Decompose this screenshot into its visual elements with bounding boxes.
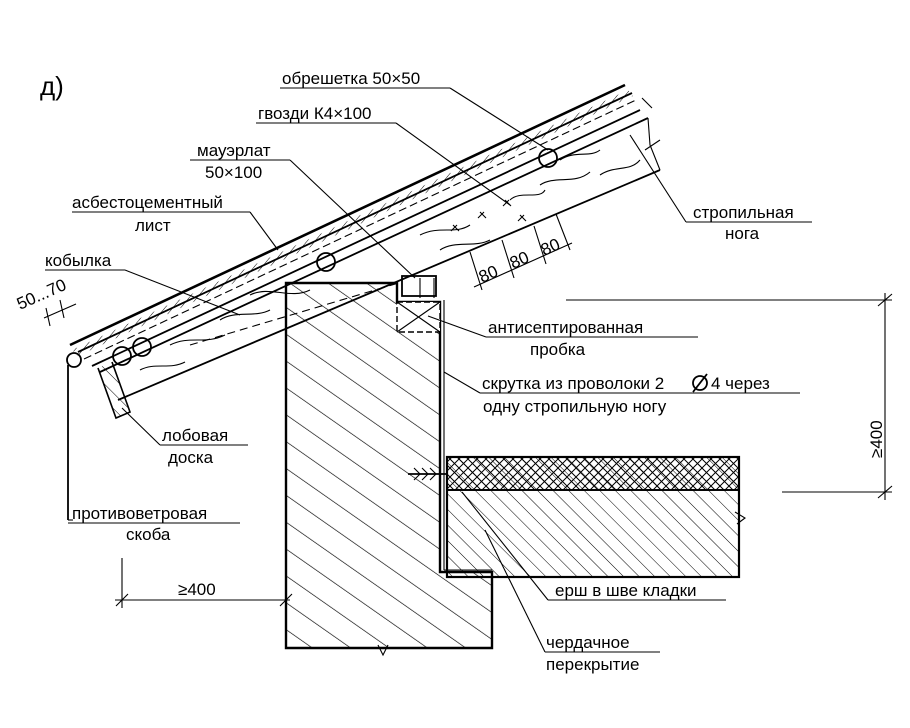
label-skrutka-1: скрутка из проволоки 2: [482, 374, 664, 393]
label-protiv-2: скоба: [126, 525, 171, 544]
label-cherdak-2: перекрытие: [546, 655, 639, 674]
callout-lobovaya: лобовая доска: [121, 407, 248, 467]
label-mauerlat-1: мауэрлат: [197, 141, 271, 160]
label-lobovaya-1: лобовая: [162, 426, 228, 445]
attic-slab: [445, 455, 746, 579]
callout-cherdak: чердачное перекрытие: [484, 529, 660, 674]
label-antisept-2: пробка: [530, 340, 586, 359]
spacing-label-3: 80: [538, 235, 563, 260]
break-mark: [377, 644, 389, 657]
label-kobylka: кобылка: [45, 251, 112, 270]
ruff-nail: [408, 467, 447, 481]
label-asbest-2: лист: [135, 216, 171, 235]
callout-gvozdi: гвозди К4×100: [256, 104, 511, 206]
label-obreshetka: обрешетка 50×50: [282, 69, 420, 88]
wall-dimension: ≥400: [115, 558, 293, 608]
mauerlat-block: [401, 275, 437, 297]
wall-dim-label: ≥400: [178, 580, 216, 599]
wire-twist: [419, 278, 435, 298]
diameter-icon: [692, 373, 708, 393]
label-antisept-1: антисептированная: [488, 318, 643, 337]
height-label: ≥400: [867, 420, 886, 458]
figure-label: д): [40, 71, 64, 101]
label-stropil-1: стропильная: [693, 203, 794, 222]
callout-protiv: противоветровая скоба: [68, 504, 240, 544]
label-asbest-1: асбестоцементный: [72, 193, 223, 212]
wind-brace: [67, 365, 73, 521]
callout-antisept: антисептированная пробка: [427, 315, 698, 359]
height-dimension: ≥400: [566, 293, 893, 500]
label-stropil-2: нога: [725, 224, 760, 243]
callout-asbest: асбестоцементный лист: [72, 193, 279, 251]
callout-mauerlat: мауэрлат 50×100: [190, 141, 416, 279]
overhang-dimension: 50...70: [14, 275, 77, 327]
callout-skrutka: скрутка из проволоки 2 4 через одну стро…: [443, 371, 800, 416]
label-cherdak-1: чердачное: [546, 633, 630, 652]
label-gvozdi: гвозди К4×100: [258, 104, 372, 123]
callout-ersh: ерш в шве кладки: [461, 491, 726, 601]
label-ersh: ерш в шве кладки: [555, 581, 697, 600]
callout-kobylka: кобылка: [45, 251, 241, 316]
label-lobovaya-2: доска: [168, 448, 214, 467]
spacing-dimension: 80 80 80: [469, 213, 573, 291]
callout-stropil: стропильная нога: [629, 134, 812, 243]
label-skrutka-3: одну стропильную ногу: [483, 397, 667, 416]
overhang-label: 50...70: [14, 275, 69, 314]
label-protiv-1: противоветровая: [72, 504, 207, 523]
label-skrutka-2: 4 через: [711, 374, 770, 393]
label-mauerlat-2: 50×100: [205, 163, 262, 182]
antiseptic-plug: [396, 301, 441, 333]
callout-obreshetka: обрешетка 50×50: [280, 69, 549, 151]
